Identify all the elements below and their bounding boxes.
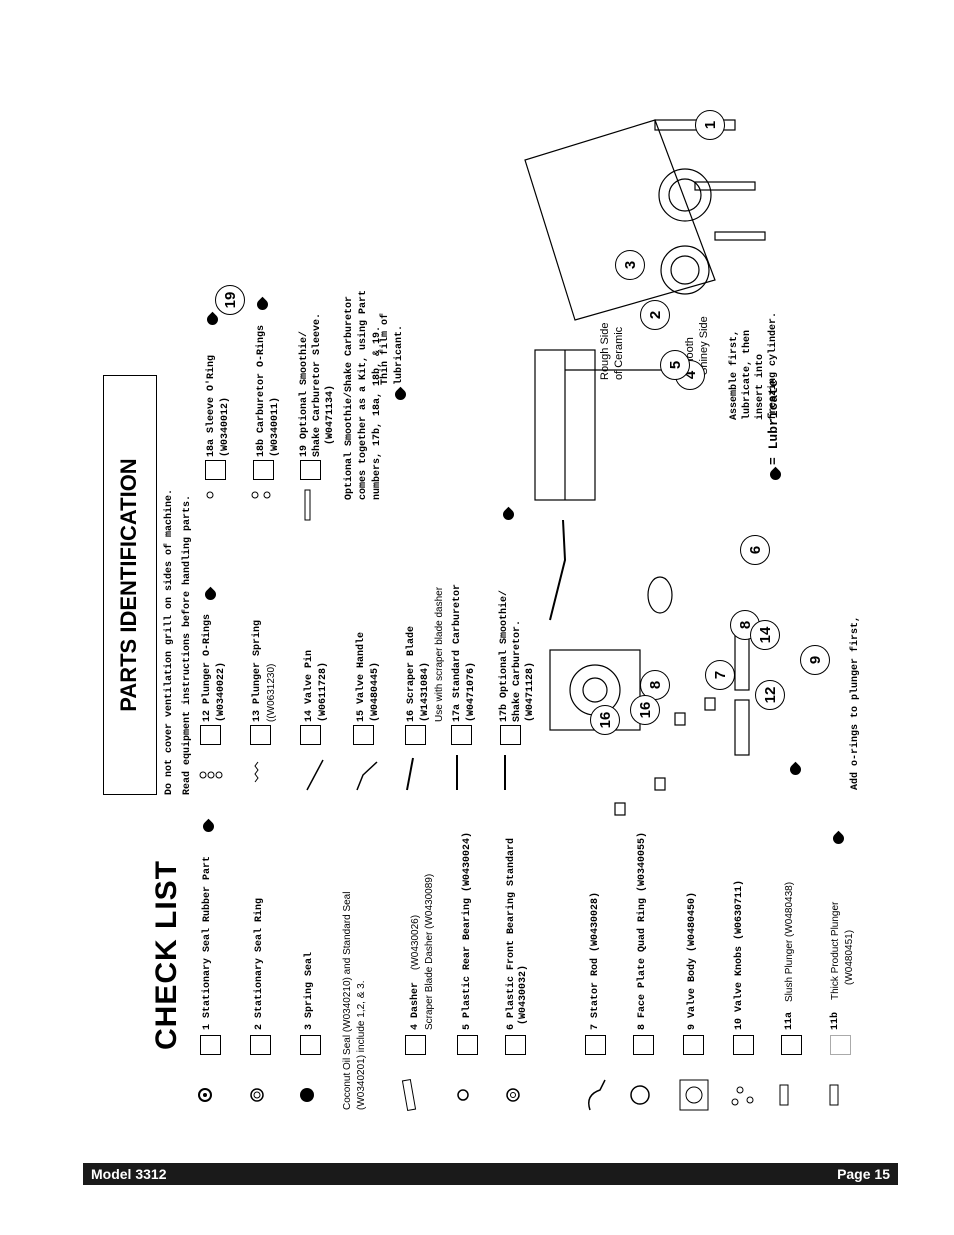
- page-footer: Model 3312 Page 15: [83, 1163, 898, 1185]
- left-parts-sketches: [198, 1078, 839, 1112]
- callout-12: 12: [755, 680, 785, 710]
- callout-14: 16: [590, 705, 620, 735]
- callout-15: 16: [630, 695, 660, 725]
- exploded-parts-drawing: [524, 119, 766, 816]
- callout-13: 14: [750, 620, 780, 650]
- callout-5: 5: [660, 350, 690, 380]
- callout-1: 1: [695, 110, 725, 140]
- callout-10: 9: [800, 645, 830, 675]
- footer-page: Page 15: [837, 1166, 890, 1182]
- callout-3: 3: [615, 250, 645, 280]
- callout-7: 7: [705, 660, 735, 690]
- callout-6: 6: [740, 535, 770, 565]
- rotated-page: CHECK LIST PARTS IDENTIFICATION Do not c…: [95, 60, 865, 1120]
- callout-19: 19: [215, 285, 245, 315]
- footer-model: Model 3312: [91, 1166, 167, 1182]
- callout-2: 2: [640, 300, 670, 330]
